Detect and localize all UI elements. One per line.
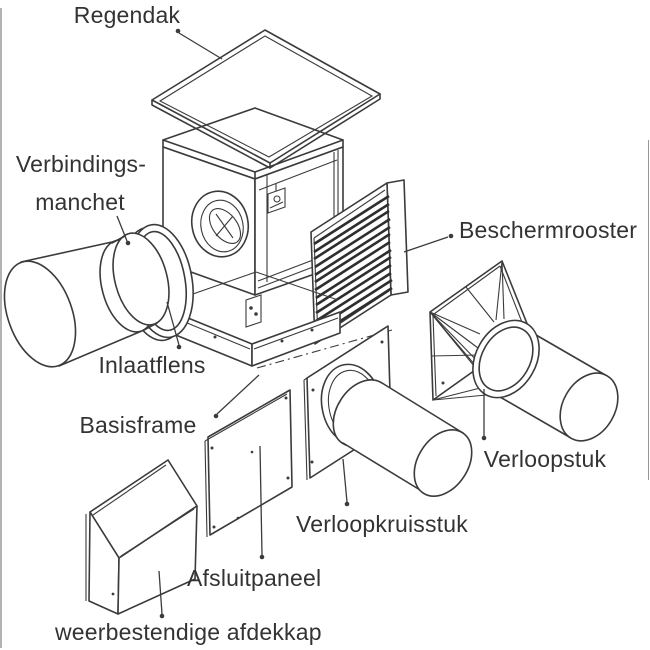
labels: Regendak Verbindings- manchet Beschermro… [16, 2, 637, 645]
rain-roof-part [151, 29, 381, 169]
label-verbindingsmanchet-line2: manchet [35, 189, 125, 215]
assembly-centerline [256, 329, 393, 369]
leader-inlaatflens [166, 301, 180, 346]
label-verbindingsmanchet-line1: Verbindings- [16, 151, 146, 177]
reducer-cross-part [303, 325, 473, 497]
leader-afdekkap [158, 570, 163, 615]
label-verloopkruisstuk: Verloopkruisstuk [296, 511, 468, 537]
label-verloopstuk: Verloopstuk [484, 446, 607, 472]
protective-grille-part [310, 179, 409, 345]
label-basisframe: Basisframe [79, 412, 196, 438]
frame-corner-bracket [245, 294, 262, 328]
leader-beschermrooster [403, 236, 449, 253]
motor-assembly [267, 184, 286, 214]
label-regendak: Regendak [74, 2, 181, 28]
reducer-part [429, 260, 619, 442]
fan-inlet-opening [190, 190, 250, 258]
label-weerbestendige-afdekkap: weerbestendige afdekkap [54, 619, 322, 645]
closing-panel-part [204, 389, 293, 538]
leader-verbindingsmanchet [116, 215, 128, 242]
connection-sleeve-part [99, 232, 170, 333]
weather-cover-part [85, 459, 198, 615]
label-beschermrooster: Beschermrooster [459, 217, 637, 243]
label-inlaatflens: Inlaatflens [98, 352, 205, 378]
label-afsluitpaneel: Afsluitpaneel [187, 565, 321, 591]
leader-afsluitpaneel [259, 445, 263, 556]
leader-regendak [178, 32, 223, 60]
leader-verloopkruisstuk [342, 458, 348, 503]
leader-basisframe [216, 374, 260, 415]
leader-lines [116, 28, 487, 619]
